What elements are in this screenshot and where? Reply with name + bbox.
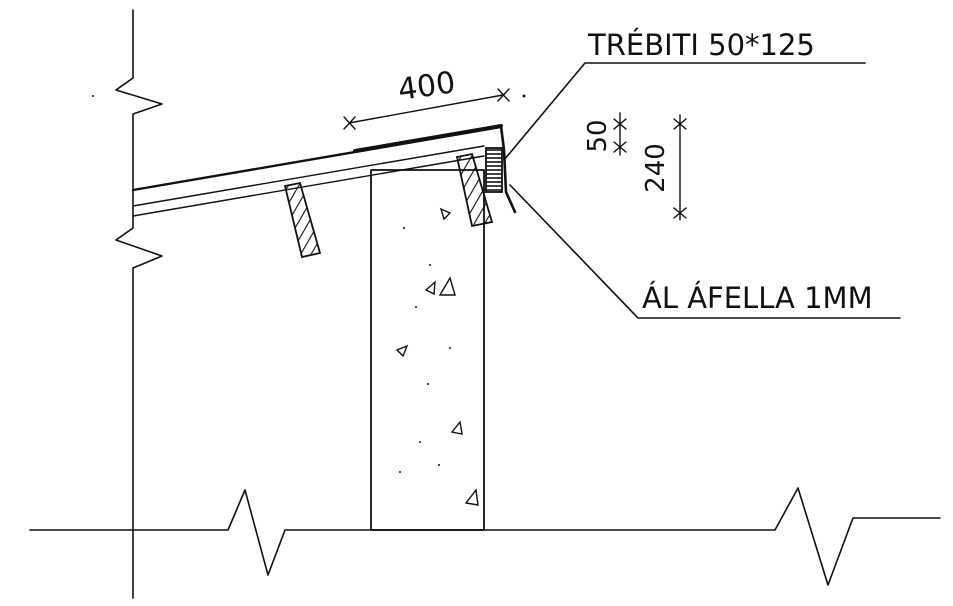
timber-leader-line xyxy=(503,62,866,161)
timber-label: TRÉBITI 50*125 xyxy=(587,28,815,62)
rafter-right xyxy=(455,152,494,228)
roof-deck-bottom-line xyxy=(132,155,485,217)
dimension-50-label: 50 xyxy=(583,119,613,152)
roof-deck-mid-line xyxy=(132,145,485,207)
dimension-400 xyxy=(343,88,526,130)
timber-block-50x125 xyxy=(485,147,503,193)
left-break-line-upper xyxy=(115,9,163,599)
aluminium-flashing-top xyxy=(353,124,503,153)
rafter-left xyxy=(283,181,322,259)
dimension-240-label: 240 xyxy=(641,143,671,193)
aluminium-flashing-drip xyxy=(499,124,517,214)
stray-dot xyxy=(92,95,94,97)
vertical-dimension-lines xyxy=(613,112,687,221)
flashing-leader-line xyxy=(509,184,901,319)
concrete-dots xyxy=(399,227,451,473)
ground-break-line xyxy=(29,487,941,586)
concrete-aggregate-marks xyxy=(395,207,479,506)
dimension-400-label: 400 xyxy=(396,65,458,108)
flashing-label: ÁL ÁFELLA 1MM xyxy=(642,281,873,315)
concrete-wall xyxy=(370,169,485,531)
